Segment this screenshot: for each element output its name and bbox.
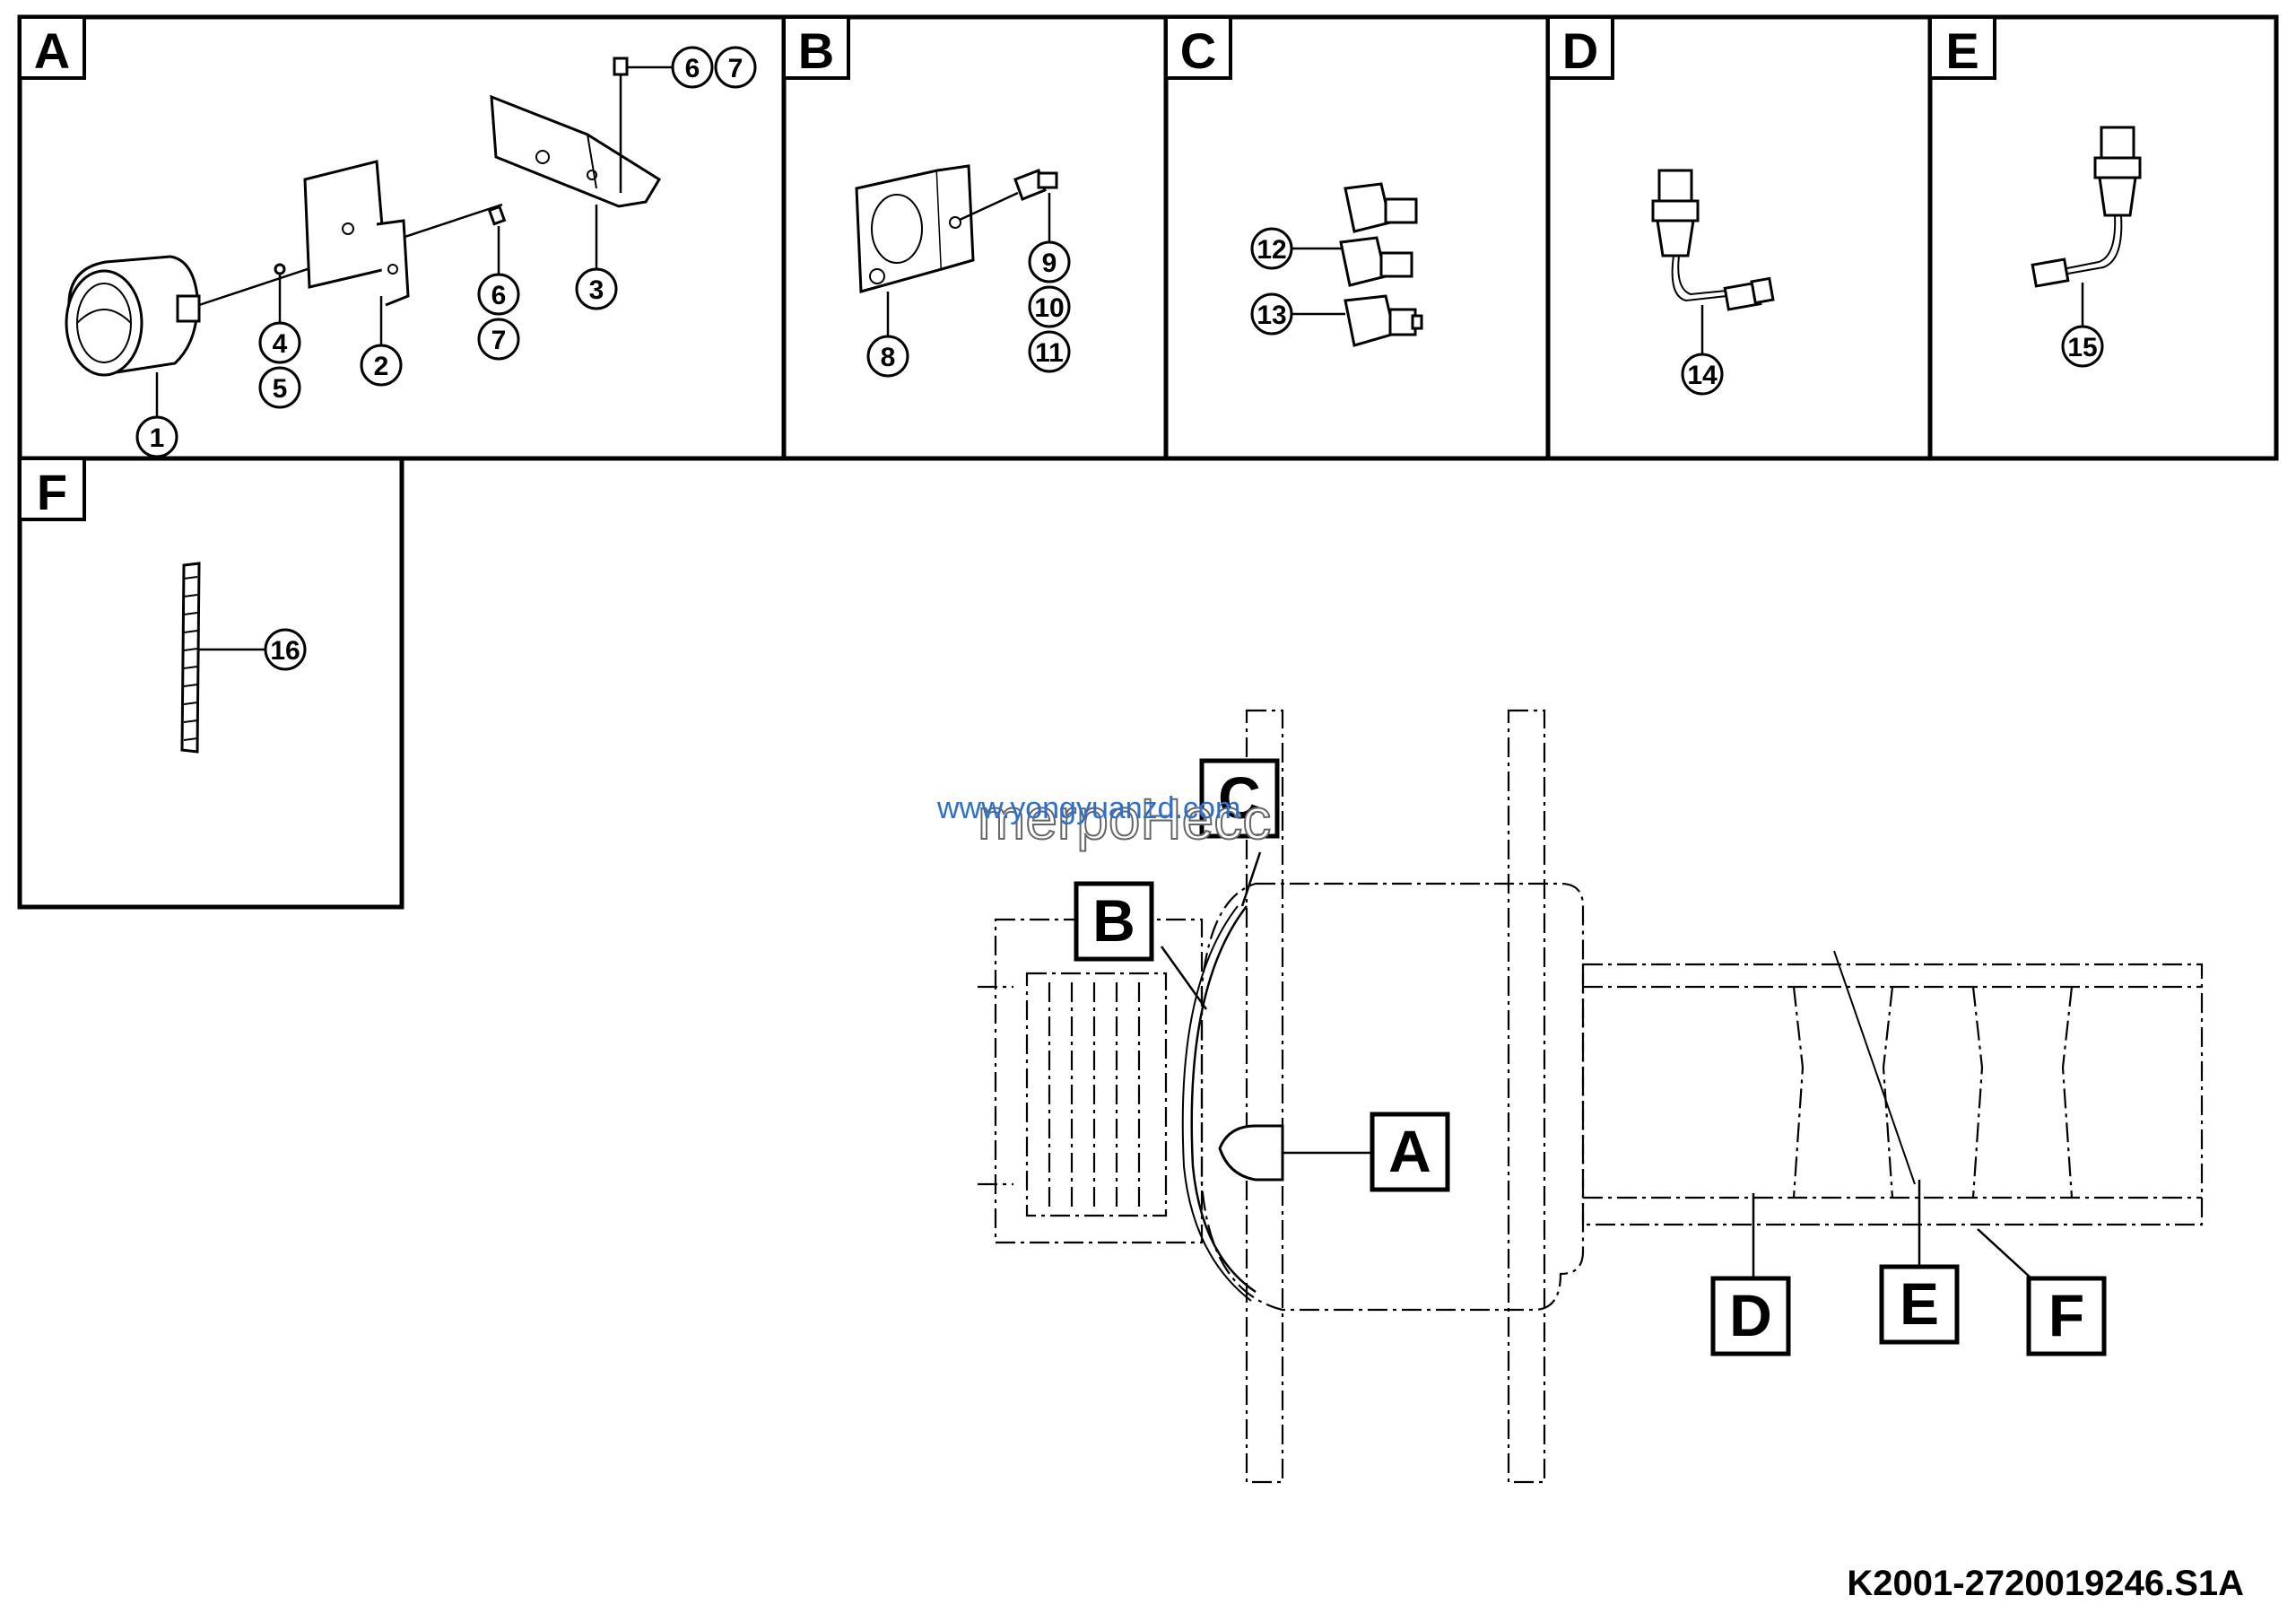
svg-text:B: B	[1092, 887, 1135, 954]
svg-text:10: 10	[1034, 293, 1064, 323]
svg-text:15: 15	[2067, 333, 2097, 362]
pressure-switch-1	[1344, 182, 1418, 233]
svg-text:E: E	[1900, 1270, 1939, 1337]
svg-text:9: 9	[1042, 249, 1057, 278]
panel-a-label: A	[34, 22, 70, 79]
callout-10: 10	[1028, 285, 1071, 328]
svg-text:6: 6	[491, 281, 507, 310]
svg-text:13: 13	[1257, 301, 1286, 330]
callout-6-top: 6	[671, 46, 714, 89]
callout-8: 8	[866, 335, 909, 378]
pressure-switch-3	[1344, 294, 1423, 347]
callout-3: 3	[575, 267, 618, 310]
callout-6: 6	[477, 273, 520, 316]
svg-text:11: 11	[1035, 338, 1064, 368]
overview-label-b: B	[1074, 881, 1154, 962]
panel-c: C	[1163, 14, 1551, 461]
svg-text:3: 3	[589, 275, 604, 305]
speed-sensor-e	[2031, 126, 2142, 288]
svg-text:8: 8	[881, 343, 896, 372]
panel-d-label: D	[1562, 22, 1598, 79]
callout-9: 9	[1028, 240, 1071, 283]
panel-b: B	[781, 14, 1169, 461]
panel-a: A	[17, 14, 787, 461]
svg-text:4: 4	[273, 329, 288, 359]
overview-label-d: D	[1710, 1276, 1791, 1356]
watermark-text: merpoHecc	[978, 787, 1271, 851]
callout-2: 2	[360, 344, 403, 387]
sensor-bracket	[855, 164, 975, 293]
callout-4: 4	[258, 321, 301, 364]
callout-16: 16	[264, 628, 307, 671]
overview-label-c: C	[1199, 758, 1280, 839]
watermark-url: www.yongyuanzd.com	[936, 791, 1240, 825]
callout-5: 5	[258, 366, 301, 409]
svg-text:7: 7	[728, 54, 744, 83]
chassis-overview	[978, 709, 2204, 1484]
speed-sensor-d	[1651, 169, 1775, 311]
overview-label-f: F	[2026, 1276, 2107, 1356]
callout-1: 1	[135, 415, 178, 458]
callout-14: 14	[1681, 353, 1724, 396]
svg-text:2: 2	[374, 352, 389, 381]
svg-text:5: 5	[273, 374, 288, 404]
svg-text:6: 6	[685, 54, 700, 83]
panel-e-label: E	[1945, 22, 1979, 79]
svg-text:A: A	[1388, 1118, 1431, 1184]
panel-e: E	[1927, 14, 2279, 461]
callout-7-top: 7	[714, 46, 757, 89]
sensor-nut	[1013, 169, 1058, 201]
washer	[274, 263, 286, 275]
panel-f: F	[17, 456, 404, 910]
svg-text:16: 16	[270, 636, 300, 666]
panel-c-label: C	[1180, 22, 1216, 79]
work-lamp	[65, 255, 201, 377]
svg-text:12: 12	[1257, 235, 1286, 265]
svg-text:1: 1	[150, 423, 165, 453]
svg-text:C: C	[1218, 764, 1261, 831]
callout-12: 12	[1250, 227, 1293, 270]
cable-sleeve	[180, 562, 201, 754]
top-bolt	[613, 57, 674, 193]
panel-b-label: B	[798, 22, 834, 79]
overview-label-e: E	[1879, 1264, 1960, 1345]
panel-f-label: F	[37, 464, 67, 520]
callout-7: 7	[477, 318, 520, 361]
callout-15: 15	[2061, 325, 2104, 368]
overview-label-a: A	[1370, 1112, 1450, 1192]
svg-text:14: 14	[1687, 361, 1718, 390]
panel-d: D	[1545, 14, 1933, 461]
callout-11: 11	[1028, 330, 1071, 373]
drawing-number: K2001-2720019246.S1A	[1847, 1564, 2244, 1603]
callout-13: 13	[1250, 292, 1293, 336]
lamp-mounting-plate	[303, 160, 410, 307]
svg-text:7: 7	[491, 326, 507, 355]
bolt-nut	[487, 205, 507, 275]
pressure-switch-2	[1339, 236, 1413, 287]
svg-text:D: D	[1729, 1282, 1772, 1348]
lamp-bracket	[490, 94, 662, 208]
svg-text:F: F	[2048, 1282, 2084, 1348]
